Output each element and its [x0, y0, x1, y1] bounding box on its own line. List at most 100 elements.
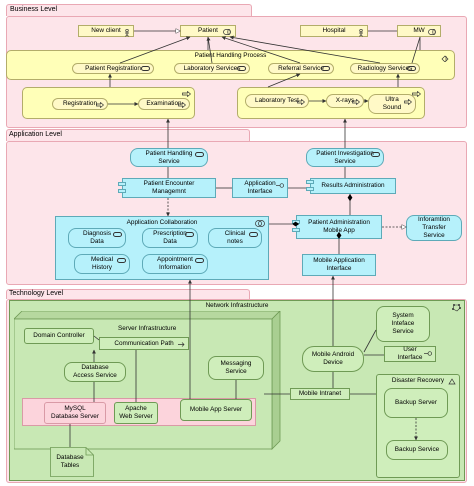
- application-layer-tab: [6, 129, 250, 141]
- apache-server-node[interactable]: Apache Web Server: [114, 402, 158, 424]
- new-client-actor[interactable]: New client: [78, 25, 134, 37]
- process-icon: [96, 102, 104, 108]
- information-transfer-service[interactable]: Inforamtion Transfer Service: [406, 215, 462, 241]
- patient-label: Patient: [198, 27, 218, 34]
- service-icon: [195, 258, 204, 263]
- collaboration-icon: [448, 378, 456, 385]
- patient-investigation-service[interactable]: Patient Investigation Service: [306, 148, 384, 167]
- new-client-label: New client: [91, 27, 121, 34]
- mobile-android-label: Mobile Android Device: [311, 351, 355, 366]
- laboratory-services[interactable]: Laboratory Services: [174, 63, 250, 74]
- interface-icon: [424, 351, 432, 356]
- actor-icon: [125, 29, 129, 37]
- component-icon: [292, 228, 300, 232]
- patient-admin-app-label: Patient Administration Mobile App: [308, 219, 370, 234]
- component-icon: [118, 182, 126, 186]
- patient-admin-app-component[interactable]: Patient Administration Mobile App: [296, 215, 382, 239]
- collaboration-icon: [255, 220, 265, 227]
- component-icon: [118, 189, 126, 193]
- process-icon: [412, 91, 421, 97]
- user-interface-label: User Interface: [397, 346, 423, 361]
- service-icon: [185, 232, 194, 237]
- patient-role[interactable]: Patient: [180, 25, 236, 37]
- clinical-notes-object[interactable]: Clinical notes: [208, 228, 262, 248]
- mysql-server-label: MySQL Database Server: [51, 405, 99, 420]
- appointment-information-object[interactable]: Appointment Information: [142, 254, 208, 274]
- service-icon: [249, 232, 258, 237]
- database-access-label: Database Access Service: [73, 364, 117, 379]
- patient-handling-service[interactable]: Patient Handling Service: [130, 148, 208, 167]
- user-interface[interactable]: User Interface: [384, 346, 436, 362]
- server-infrastructure-title: Server Infrastructure: [118, 325, 177, 332]
- system-interface-label: System Inteface Service: [391, 312, 415, 335]
- process-icon: [178, 102, 186, 108]
- domain-controller-label: Domain Controller: [33, 332, 85, 339]
- patient-registration-service[interactable]: Patient Registration: [72, 63, 154, 74]
- process-icon: [352, 99, 360, 105]
- mw-role[interactable]: MW: [397, 25, 441, 37]
- diagnosis-data-object[interactable]: Diagnosis Data: [68, 228, 126, 248]
- ultra-sound-event[interactable]: Ultra Sound: [368, 94, 416, 114]
- ultra-sound-label: Ultra Sound: [382, 96, 402, 111]
- actor-icon: [359, 29, 363, 37]
- medical-history-object[interactable]: Medical History: [74, 254, 130, 274]
- component-icon: [306, 187, 314, 191]
- radiology-services[interactable]: Radiology Services: [350, 63, 420, 74]
- examination-label: Examination: [146, 100, 182, 107]
- mobile-intranet[interactable]: Mobile Intranet: [290, 388, 350, 400]
- role-icon: [223, 29, 231, 35]
- process-icon: [297, 99, 305, 105]
- process-icon: [182, 91, 191, 97]
- mobile-app-interface[interactable]: Mobile Application Interface: [302, 254, 376, 276]
- registration-event[interactable]: Registration: [52, 98, 108, 110]
- laboratory-test-event[interactable]: Laboratory Test: [245, 94, 309, 108]
- messaging-service-label: Messaging Service: [220, 360, 252, 375]
- appointment-information-label: Appointment Information: [157, 256, 193, 271]
- mobile-intranet-label: Mobile Intranet: [298, 390, 342, 397]
- messaging-service[interactable]: Messaging Service: [208, 356, 264, 380]
- disaster-recovery-title: Disaster Recovery: [391, 377, 445, 384]
- process-title: Patient Handling Process: [194, 52, 267, 59]
- application-interface[interactable]: Application Interface: [232, 178, 288, 198]
- technology-layer-title: Technology Level: [9, 290, 64, 297]
- database-access-service[interactable]: Database Access Service: [64, 362, 126, 382]
- examination-event[interactable]: Examination: [138, 98, 190, 110]
- domain-controller-node[interactable]: Domain Controller: [24, 328, 94, 344]
- network-icon: [452, 304, 461, 312]
- backup-server-inner[interactable]: Backup Server: [384, 388, 448, 418]
- xrays-event[interactable]: X-rays: [326, 94, 364, 108]
- service-icon: [141, 66, 150, 71]
- backup-service-label: Backup Service: [394, 446, 440, 453]
- patient-investigation-service-label: Patient Investigation Service: [316, 149, 374, 165]
- artifact-icon[interactable]: [50, 447, 94, 477]
- referral-service[interactable]: Referral Service: [268, 63, 334, 74]
- mw-label: MW: [413, 27, 425, 34]
- mobile-app-server-node[interactable]: Mobile App Server: [180, 399, 252, 421]
- registration-label: Registration: [62, 100, 98, 107]
- system-interface-service[interactable]: System Inteface Service: [376, 306, 430, 342]
- application-interface-label: Application Interface: [244, 180, 276, 195]
- information-transfer-label: Inforamtion Transfer Service: [418, 216, 450, 239]
- medical-history-label: Medical History: [90, 256, 114, 271]
- mysql-server-node[interactable]: MySQL Database Server: [44, 402, 106, 424]
- mobile-app-interface-label: Mobile Application Interface: [313, 257, 365, 272]
- hospital-label: Hospital: [322, 27, 346, 34]
- mobile-app-server-label: Mobile App Server: [189, 406, 243, 413]
- results-administration-label: Results Administration: [321, 182, 385, 189]
- patient-encounter-component[interactable]: Patient Encounter Managemnt: [122, 178, 216, 198]
- hospital-actor[interactable]: Hospital: [300, 25, 368, 37]
- mobile-android-device[interactable]: Mobile Android Device: [302, 346, 364, 372]
- technology-layer-tab: [6, 289, 250, 299]
- radiology-services-label: Radiology Services: [357, 64, 413, 72]
- component-icon: [306, 180, 314, 184]
- service-icon: [195, 152, 204, 157]
- prescription-data-object[interactable]: Prescription Data: [142, 228, 198, 248]
- prescription-data-label: Prescription Data: [153, 230, 187, 245]
- patient-encounter-label: Patient Encounter Managemnt: [143, 180, 195, 195]
- results-administration-component[interactable]: Results Administration: [310, 178, 396, 194]
- process-icon: [404, 99, 412, 105]
- backup-service[interactable]: Backup Service: [386, 440, 448, 460]
- communication-path[interactable]: Communication Path: [99, 337, 189, 350]
- diagnosis-data-label: Diagnosis Data: [82, 230, 112, 245]
